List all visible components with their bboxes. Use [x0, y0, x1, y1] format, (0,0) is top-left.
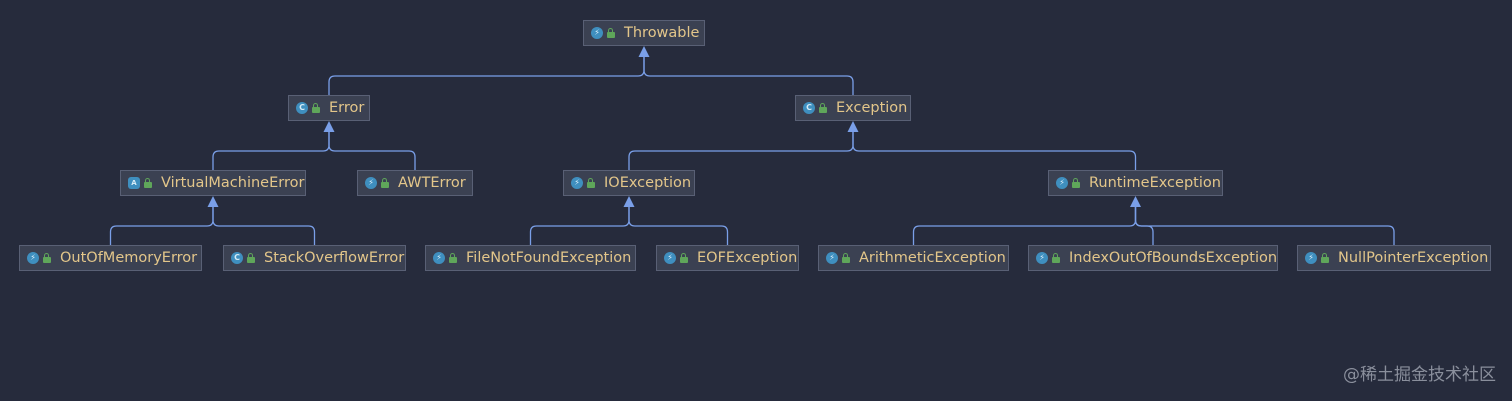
- node-throwable[interactable]: ⚡ Throwable: [583, 20, 705, 46]
- lock-icon: [818, 103, 827, 113]
- node-label: Exception: [836, 100, 908, 116]
- inheritance-arrowhead: [847, 121, 859, 132]
- node-label: IndexOutOfBoundsException: [1069, 250, 1278, 266]
- exception-class-icon: ⚡: [826, 252, 838, 264]
- node-label: NullPointerException: [1338, 250, 1489, 266]
- node-label: Throwable: [624, 25, 700, 41]
- node-arithmeticexception[interactable]: ⚡ ArithmeticException: [818, 245, 1009, 271]
- node-label: VirtualMachineError: [161, 175, 305, 191]
- edge-ioexception-to-exception: [628, 131, 854, 170]
- node-label: Error: [329, 100, 365, 116]
- exception-class-icon: ⚡: [1305, 252, 1317, 264]
- edge-exception-to-throwable: [643, 56, 854, 95]
- node-filenotfoundexception[interactable]: ⚡ FileNotFoundException: [425, 245, 636, 271]
- inheritance-arrowhead: [623, 196, 635, 207]
- node-stackoverflowerror[interactable]: C StackOverflowError: [223, 245, 406, 271]
- lock-icon: [841, 253, 850, 263]
- node-eofexception[interactable]: ⚡ EOFException: [656, 245, 799, 271]
- edge-awterror-to-error: [328, 131, 416, 170]
- inheritance-arrowhead: [1130, 196, 1141, 207]
- edge-soe-to-vme: [212, 206, 316, 245]
- lock-icon: [1320, 253, 1329, 263]
- node-indexoutofboundsexception[interactable]: ⚡ IndexOutOfBoundsException: [1028, 245, 1278, 271]
- edge-runtime-to-exception: [852, 131, 1137, 170]
- node-ioexception[interactable]: ⚡ IOException: [563, 170, 695, 196]
- exception-class-icon: ⚡: [365, 177, 377, 189]
- exception-class-icon: ⚡: [1036, 252, 1048, 264]
- lock-icon: [1051, 253, 1060, 263]
- node-nullpointerexception[interactable]: ⚡ NullPointerException: [1297, 245, 1491, 271]
- node-label: AWTError: [398, 175, 466, 191]
- node-error[interactable]: C Error: [288, 95, 370, 121]
- abstract-class-icon: A: [128, 177, 140, 189]
- edge-arith-to-runtime: [912, 206, 1137, 245]
- lock-icon: [380, 178, 389, 188]
- node-runtimeexception[interactable]: ⚡ RuntimeException: [1048, 170, 1223, 196]
- edge-error-to-throwable: [328, 56, 645, 95]
- node-label: OutOfMemoryError: [60, 250, 198, 266]
- lock-icon: [246, 253, 255, 263]
- inheritance-arrowhead: [638, 46, 650, 57]
- inheritance-arrowhead: [323, 121, 335, 132]
- exception-class-icon: ⚡: [433, 252, 445, 264]
- lock-icon: [586, 178, 595, 188]
- lock-icon: [606, 28, 615, 38]
- lock-icon: [42, 253, 51, 263]
- edge-oom-to-vme: [109, 206, 214, 245]
- exception-class-icon: ⚡: [27, 252, 39, 264]
- exception-class-icon: ⚡: [664, 252, 676, 264]
- node-label: IOException: [604, 175, 692, 191]
- node-label: FileNotFoundException: [466, 250, 632, 266]
- watermark: @稀土掘金技术社区: [1343, 365, 1496, 385]
- lock-icon: [448, 253, 457, 263]
- node-label: ArithmeticException: [859, 250, 1006, 266]
- exception-class-icon: ⚡: [571, 177, 583, 189]
- node-outofmemoryerror[interactable]: ⚡ OutOfMemoryError: [19, 245, 202, 271]
- exception-class-icon: ⚡: [1056, 177, 1068, 189]
- node-label: EOFException: [697, 250, 798, 266]
- class-icon: C: [803, 102, 815, 114]
- exception-class-icon: ⚡: [591, 27, 603, 39]
- node-exception[interactable]: C Exception: [795, 95, 911, 121]
- lock-icon: [311, 103, 320, 113]
- edge-npe-to-runtime: [1134, 206, 1395, 245]
- node-label: StackOverflowError: [264, 250, 405, 266]
- lock-icon: [143, 178, 152, 188]
- inheritance-arrowhead: [207, 196, 219, 207]
- lock-icon: [1071, 178, 1080, 188]
- node-label: RuntimeException: [1089, 175, 1221, 191]
- node-awterror[interactable]: ⚡ AWTError: [357, 170, 473, 196]
- class-icon: C: [296, 102, 308, 114]
- edge-vme-to-error: [212, 131, 330, 170]
- node-virtualmachineerror[interactable]: A VirtualMachineError: [120, 170, 306, 196]
- edge-eof-to-ioexception: [628, 206, 729, 245]
- edge-fnf-to-ioexception: [529, 206, 630, 245]
- lock-icon: [679, 253, 688, 263]
- class-icon: C: [231, 252, 243, 264]
